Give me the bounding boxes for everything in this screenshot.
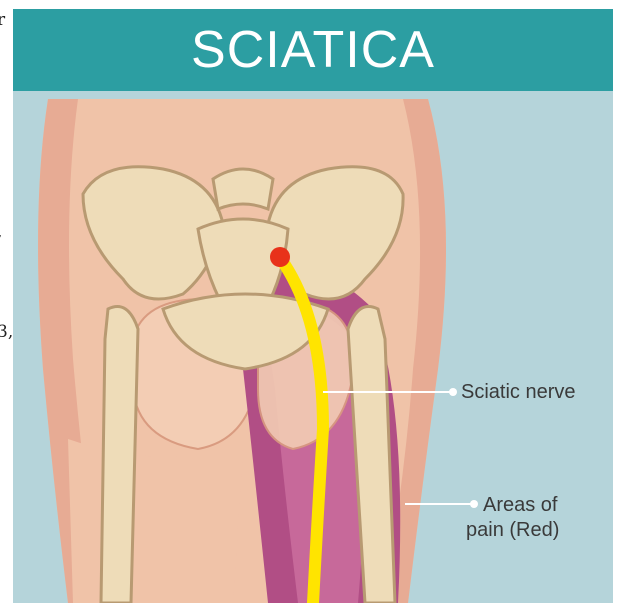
title-banner: SCIATICA	[13, 9, 613, 91]
label-pain-areas-line2: pain (Red)	[466, 518, 559, 542]
pain-area-leader-dot	[470, 500, 478, 508]
edge-text-2: ,	[0, 222, 2, 242]
edge-text-1: r	[0, 10, 5, 30]
sciatica-illustration: SCIATICA Sciatic nerve Areas of pain (Re…	[13, 9, 613, 603]
sciatic-nerve-leader-dot	[449, 388, 457, 396]
edge-text-3: 3,	[0, 322, 13, 342]
left-leg	[68, 439, 243, 603]
spine-vertebra	[213, 169, 273, 209]
nerve-origin-point	[270, 247, 290, 267]
diagram-title: SCIATICA	[13, 9, 613, 91]
left-femur	[101, 307, 138, 603]
label-sciatic-nerve: Sciatic nerve	[461, 380, 576, 404]
label-pain-areas-line1: Areas of	[483, 493, 557, 517]
